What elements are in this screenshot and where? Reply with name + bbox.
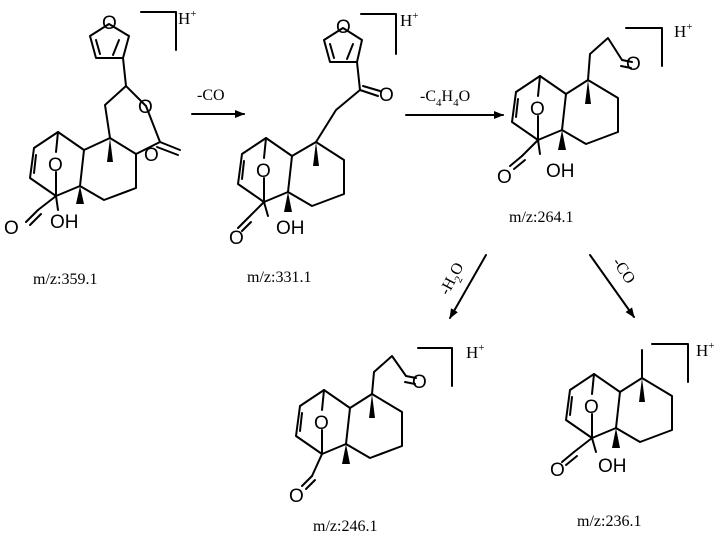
aldehyde-oxygen: O (412, 372, 427, 393)
arrow-step-2: -C4H4O (405, 88, 504, 119)
furan-oxygen: O (336, 17, 351, 38)
bridge-oxygen: O (256, 161, 271, 182)
aldehyde-oxygen: O (550, 460, 565, 481)
arrow-step-3: -H2O (437, 254, 487, 319)
hydroxyl-label: OH (50, 212, 79, 233)
proton-label: H+ (178, 8, 197, 28)
bridge-oxygen: O (584, 397, 599, 418)
aldehyde-carbon-oxygen: O (497, 167, 512, 188)
step-4-label: -CO (609, 255, 639, 287)
aldehyde-oxygen: O (229, 228, 244, 249)
lactone-ring-oxygen: O (138, 97, 153, 118)
mz-label: m/z:246.1 (313, 518, 377, 535)
bridge-oxygen: O (314, 413, 329, 434)
hydroxyl-label: OH (546, 161, 575, 182)
ketone-oxygen: O (379, 85, 394, 106)
proton-label: H+ (466, 342, 485, 362)
proton-label: H+ (400, 10, 419, 30)
proton-label: H+ (674, 21, 693, 41)
proton-label: H+ (696, 340, 715, 360)
lactone-carbonyl-oxygen: O (144, 145, 159, 166)
arrow-step-1: -CO (191, 87, 245, 118)
structure-loss-water-product: O O O H+ m/z:246.1 (289, 342, 485, 535)
hydroxyl-label: OH (276, 218, 305, 239)
mz-label: m/z:359.1 (33, 271, 97, 288)
aldehyde-oxygen: O (626, 54, 641, 75)
furan-ring: O (89, 13, 130, 59)
arrow-step-4: -CO (589, 254, 639, 318)
bridge-oxygen: O (48, 155, 63, 176)
mz-label: m/z:236.1 (577, 513, 641, 530)
hydroxyl-label: OH (598, 456, 627, 477)
step-2-label: -C4H4O (420, 88, 470, 109)
step-3-label: -H2O (437, 260, 471, 300)
aldehyde-carbon-oxygen: O (289, 486, 304, 507)
aldehyde-oxygen: O (4, 218, 19, 239)
bridge-oxygen: O (530, 99, 545, 120)
mz-label: m/z:331.1 (247, 269, 311, 286)
step-1-label: -CO (197, 87, 225, 104)
structure-second-loss-co-product: O O OH H+ m/z:236.1 (550, 340, 715, 530)
mz-label: m/z:264.1 (509, 209, 573, 226)
furan-oxygen: O (102, 13, 117, 34)
furan-ring: O (323, 17, 363, 63)
structure-loss-furan-product: O O O OH H+ m/z:264.1 (497, 21, 693, 226)
structure-precursor: O O O O O OH H+ m/z:359.1 (4, 8, 197, 288)
structure-loss-co-product: O O O O OH H+ m/z:331.1 (229, 10, 419, 286)
